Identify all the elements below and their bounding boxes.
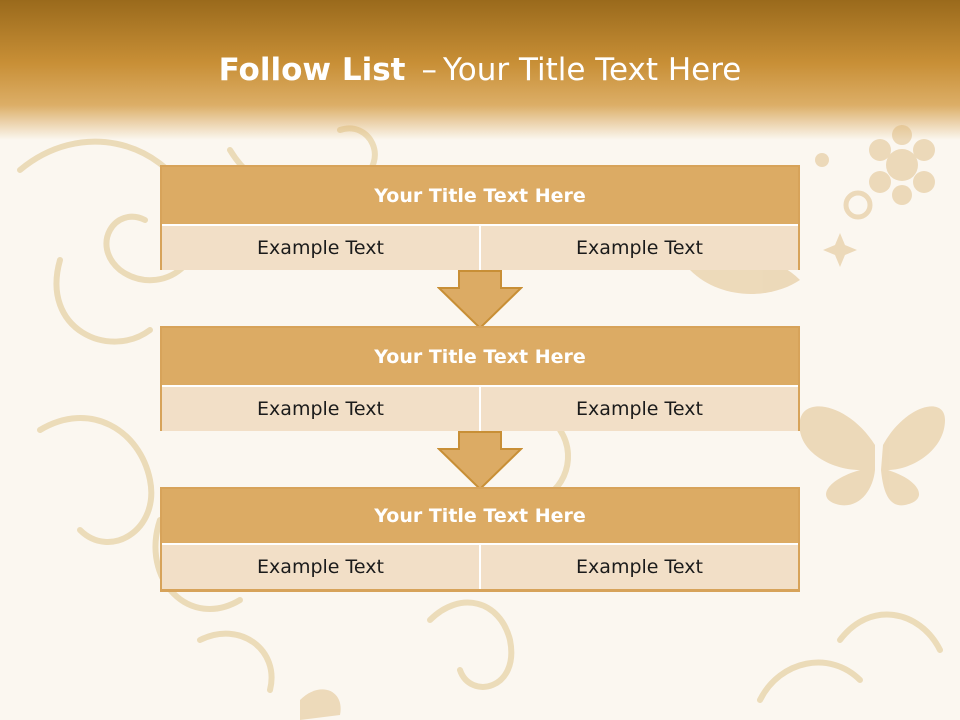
block-title: Your Title Text Here	[162, 167, 798, 226]
block-cell-right: Example Text	[479, 387, 798, 431]
title-rest-part: Your Title Text Here	[442, 52, 742, 88]
flower-icon	[869, 125, 935, 205]
slide-title: Follow List–Your Title Text Here	[0, 52, 960, 88]
list-block-2: Your Title Text Here Example Text Exampl…	[160, 326, 800, 431]
block-cell-right: Example Text	[479, 226, 798, 270]
list-block-1: Your Title Text Here Example Text Exampl…	[160, 165, 800, 270]
block-title: Your Title Text Here	[162, 489, 798, 545]
block-cell-left: Example Text	[162, 387, 479, 431]
block-row: Example Text Example Text	[162, 226, 798, 270]
title-banner	[0, 0, 960, 140]
butterfly-icon	[799, 406, 945, 506]
down-arrow-icon	[437, 270, 523, 330]
block-cell-right: Example Text	[479, 545, 798, 589]
list-block-3: Your Title Text Here Example Text Exampl…	[160, 487, 800, 592]
block-cell-left: Example Text	[162, 226, 479, 270]
title-dash: –	[421, 52, 437, 88]
block-cell-left: Example Text	[162, 545, 479, 589]
block-row: Example Text Example Text	[162, 545, 798, 589]
title-bold-part: Follow List	[218, 52, 406, 88]
block-title: Your Title Text Here	[162, 328, 798, 387]
block-row: Example Text Example Text	[162, 387, 798, 431]
down-arrow-icon	[437, 431, 523, 491]
